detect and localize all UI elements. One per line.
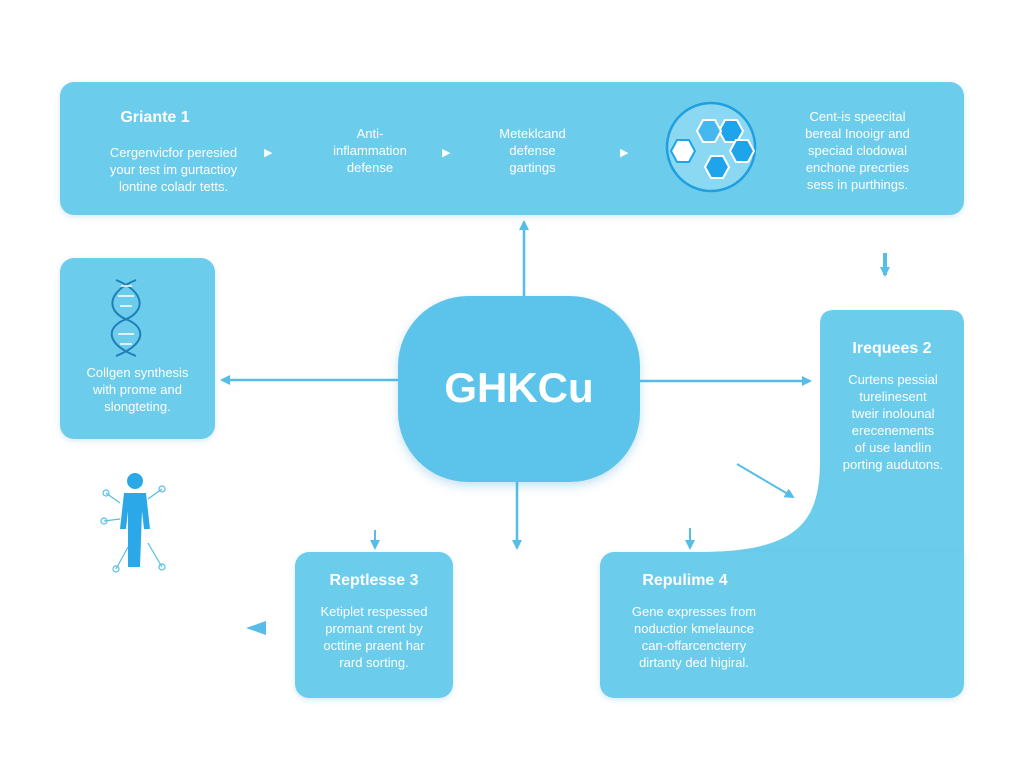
- human-body-icon: [100, 473, 166, 573]
- arrow-far-left: [246, 621, 266, 635]
- bottom-left-panel-title: Reptlesse 3: [329, 572, 419, 589]
- top-banner-col2: Anti- inflammation defense: [333, 126, 407, 175]
- right-panel-title: Irequees 2: [852, 340, 932, 357]
- dna-helix-icon: [110, 279, 142, 357]
- bottom-right-panel-text: Gene expresses from noductior kmelaunce …: [631, 604, 757, 670]
- molecule-hexagon-icon: [665, 101, 757, 193]
- bottom-left-panel: Reptlesse 3 Ketiplet respessed promant c…: [295, 552, 453, 698]
- top-banner-col1: Cergenvicfor peresied your test im gurta…: [109, 145, 238, 194]
- top-banner: Griante 1 Cergenvicfor peresied your tes…: [60, 82, 964, 215]
- top-banner-col3: Meteklcand defense gartings: [499, 126, 566, 175]
- left-panel: Collgen synthesis with prome and slongte…: [60, 258, 215, 439]
- left-panel-text: Collgen synthesis with prome and slongte…: [86, 365, 189, 414]
- bottom-right-panel: Repulime 4 Gene expresses from noductior…: [600, 552, 964, 698]
- bottom-right-panel-title: Repulime 4: [642, 572, 728, 589]
- center-node: GHKCu: [398, 296, 640, 482]
- bottom-left-panel-text: Ketiplet respessed promant crent by octt…: [320, 604, 428, 670]
- step-arrow-3: ▶: [620, 147, 629, 159]
- right-panel-text: Curtens pessial turelinesent tweir inolo…: [842, 372, 944, 472]
- step-arrow-1: ▶: [264, 147, 273, 159]
- top-banner-col4: Cent-is speecital bereal Inooigr and spe…: [805, 109, 910, 192]
- arrow-diagonal: [736, 463, 795, 499]
- step-arrow-2: ▶: [442, 147, 451, 159]
- top-banner-title: Griante 1: [120, 109, 190, 126]
- center-label: GHKCu: [444, 364, 594, 411]
